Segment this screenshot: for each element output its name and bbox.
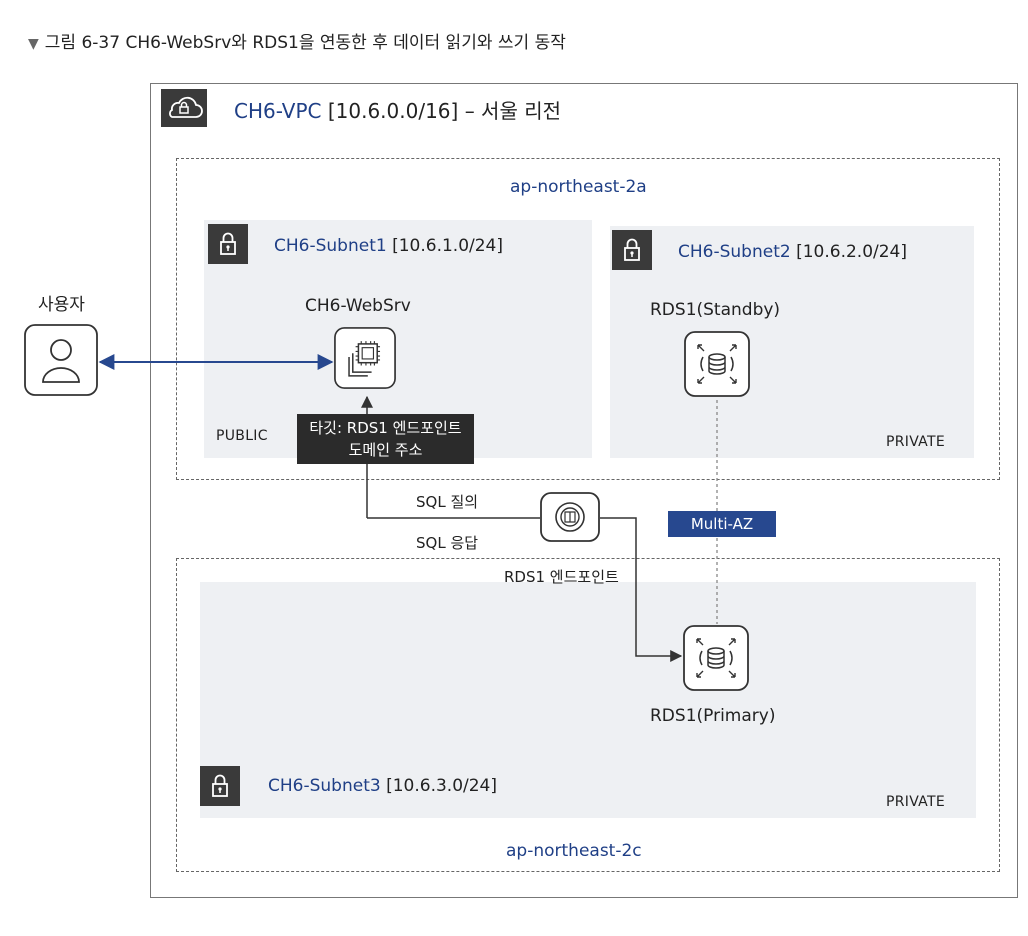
- subnet1-label: CH6-Subnet1 [10.6.1.0/24]: [274, 236, 503, 256]
- subnet2-area: [610, 226, 974, 458]
- az-c-container: [176, 558, 1000, 872]
- rds-endpoint-label: RDS1 엔드포인트: [504, 568, 619, 586]
- subnet2-cidr: [10.6.2.0/24]: [796, 242, 908, 262]
- subnet3-tag: PRIVATE: [886, 794, 945, 810]
- vpc-cloud-lock-icon: [161, 89, 207, 127]
- subnet3-name: CH6-Subnet3: [268, 776, 381, 796]
- subnet1-name: CH6-Subnet1: [274, 236, 387, 256]
- subnet1-lock-icon: [208, 224, 248, 264]
- subnet3-cidr: [10.6.3.0/24]: [386, 776, 498, 796]
- caption-mark-icon: ▼: [28, 36, 39, 52]
- subnet2-label: CH6-Subnet2 [10.6.2.0/24]: [678, 242, 907, 262]
- az-a-label: ap-northeast-2a: [510, 177, 647, 197]
- sql-flow-down-connector: [600, 517, 683, 662]
- multiaz-badge: Multi-AZ: [668, 511, 776, 537]
- user-label: 사용자: [38, 295, 85, 315]
- rds-endpoint-icon: [540, 492, 600, 542]
- rds-standby-label: RDS1(Standby): [650, 300, 781, 320]
- target-line1: 타깃: RDS1 엔드포인트: [309, 419, 462, 437]
- subnet3-lock-icon: [200, 766, 240, 806]
- rds-primary-label: RDS1(Primary): [650, 706, 776, 726]
- sql-query-label: SQL 질의: [416, 493, 479, 511]
- target-line2: 도메인 주소: [348, 441, 423, 459]
- vpc-name: CH6-VPC: [234, 99, 322, 123]
- vpc-cidr: [10.6.0.0/16]: [327, 99, 459, 123]
- subnet3-area: [200, 582, 976, 818]
- subnet3-label: CH6-Subnet3 [10.6.3.0/24]: [268, 776, 497, 796]
- az-a-container: [176, 158, 1000, 480]
- subnet1-cidr: [10.6.1.0/24]: [392, 236, 504, 256]
- subnet2-tag: PRIVATE: [886, 434, 945, 450]
- subnet2-lock-icon: [612, 230, 652, 270]
- az-c-label: ap-northeast-2c: [506, 841, 642, 861]
- user-icon: [24, 324, 98, 396]
- websrv-label: CH6-WebSrv: [305, 296, 411, 316]
- target-endpoint-box: 타깃: RDS1 엔드포인트 도메인 주소: [297, 414, 474, 464]
- rds-standby-icon: [684, 331, 750, 397]
- caption-text: 그림 6-37 CH6-WebSrv와 RDS1을 연동한 후 데이터 읽기와 …: [44, 33, 566, 53]
- figure-caption: ▼ 그림 6-37 CH6-WebSrv와 RDS1을 연동한 후 데이터 읽기와…: [28, 28, 566, 53]
- vpc-title: CH6-VPC [10.6.0.0/16] – 서울 리전: [234, 95, 561, 124]
- sql-response-label: SQL 응답: [416, 534, 479, 552]
- subnet2-name: CH6-Subnet2: [678, 242, 791, 262]
- vpc-region: – 서울 리전: [464, 99, 562, 123]
- rds-primary-icon: [683, 625, 749, 691]
- ec2-instance-icon: [334, 327, 396, 389]
- subnet1-tag: PUBLIC: [216, 428, 268, 444]
